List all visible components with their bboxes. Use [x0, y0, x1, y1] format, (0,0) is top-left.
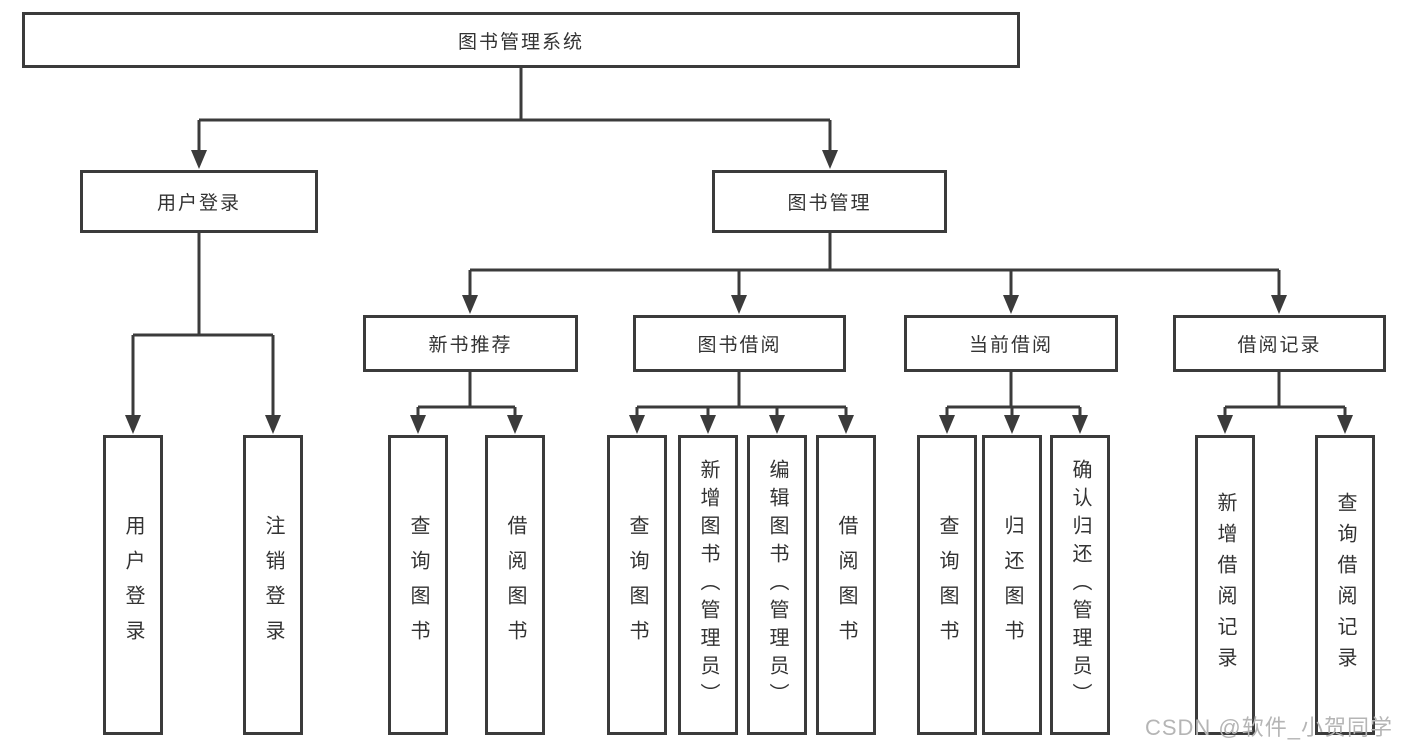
arrow-down-icon [462, 295, 478, 314]
arrow-down-icon [629, 415, 645, 434]
leaf-return-books: 归还图书 [982, 435, 1042, 735]
node-label: 图书借阅 [697, 335, 782, 356]
arrow-down-icon [700, 415, 716, 434]
leaf-add-books-admin: 新增图书（管理员） [678, 435, 738, 735]
leaf-user-login: 用户登录 [103, 435, 163, 735]
leaf-label: 查询借阅记录 [1334, 492, 1356, 678]
arrow-down-icon [822, 150, 838, 169]
node-label: 当前借阅 [968, 335, 1053, 356]
arrow-down-icon [191, 150, 207, 169]
leaf-label: 新增借阅记录 [1214, 492, 1236, 678]
csdn-watermark: CSDN @软件_小贺同学 [1144, 715, 1393, 740]
node-label: 借阅记录 [1237, 335, 1322, 356]
leaf-label: 查询图书 [626, 515, 648, 655]
arrow-down-icon [125, 415, 141, 434]
arrow-down-icon [265, 415, 281, 434]
leaf-label: 借阅图书 [835, 515, 857, 655]
leaf-confirm-return-admin: 确认归还（管理员） [1050, 435, 1110, 735]
arrow-down-icon [1217, 415, 1233, 434]
leaf-borrow-books-recommend: 借阅图书 [485, 435, 545, 735]
leaf-logout: 注销登录 [243, 435, 303, 735]
node-label: 用户登录 [156, 193, 241, 214]
node-user-login: 用户登录 [80, 170, 318, 233]
node-label: 图书管理 [787, 193, 872, 214]
arrow-down-icon [939, 415, 955, 434]
leaf-label: 注销登录 [262, 515, 284, 655]
arrow-down-icon [507, 415, 523, 434]
root-label: 图书管理系统 [457, 31, 584, 53]
node-current-borrowing: 当前借阅 [904, 315, 1118, 372]
arrow-down-icon [769, 415, 785, 434]
arrow-down-icon [838, 415, 854, 434]
leaf-query-books-current: 查询图书 [917, 435, 977, 735]
node-new-book-recommendation: 新书推荐 [363, 315, 578, 372]
leaf-borrow-books-borrowing: 借阅图书 [816, 435, 876, 735]
leaf-edit-books-admin: 编辑图书（管理员） [747, 435, 807, 735]
arrow-down-icon [1003, 295, 1019, 314]
leaf-label: 查询图书 [936, 515, 958, 655]
node-borrowing-records: 借阅记录 [1173, 315, 1386, 372]
node-book-management: 图书管理 [712, 170, 947, 233]
leaf-query-books-recommend: 查询图书 [388, 435, 448, 735]
leaf-label: 用户登录 [122, 515, 144, 655]
arrow-down-icon [731, 295, 747, 314]
arrow-down-icon [1271, 295, 1287, 314]
arrow-down-icon [1337, 415, 1353, 434]
leaf-query-borrow-record: 查询借阅记录 [1315, 435, 1375, 735]
arrow-down-icon [410, 415, 426, 434]
leaf-label: 编辑图书（管理员） [766, 459, 788, 711]
leaf-label: 归还图书 [1001, 515, 1023, 655]
arrow-down-icon [1004, 415, 1020, 434]
arrow-down-icon [1072, 415, 1088, 434]
leaf-add-borrow-record: 新增借阅记录 [1195, 435, 1255, 735]
node-label: 新书推荐 [428, 335, 513, 356]
leaf-label: 查询图书 [407, 515, 429, 655]
node-library-management-system: 图书管理系统 [22, 12, 1020, 68]
leaf-query-books-borrowing: 查询图书 [607, 435, 667, 735]
leaf-label: 借阅图书 [504, 515, 526, 655]
leaf-label: 新增图书（管理员） [697, 459, 719, 711]
leaf-label: 确认归还（管理员） [1069, 459, 1091, 711]
node-book-borrowing: 图书借阅 [633, 315, 846, 372]
